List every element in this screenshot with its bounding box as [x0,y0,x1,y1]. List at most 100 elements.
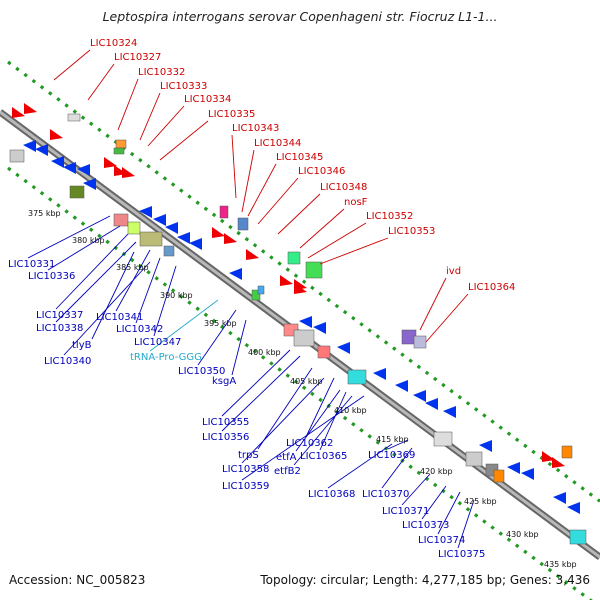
reverse-gene-label: LIC10336 [28,271,75,282]
reverse-leader [381,447,413,489]
reverse-gene-arrow-8 [165,222,178,234]
forward-leader [139,92,161,141]
rna-gene-label: tRNA-Pro-GGG [130,352,202,363]
reverse-gene-arrow-20 [479,440,492,452]
forward-gene-arrow-5 [114,165,127,176]
reverse-gene-arrow-7 [153,214,166,226]
forward-gene-arrow-2 [50,129,63,140]
reverse-gene-label: LIC10356 [202,432,249,443]
forward-gene-label: LIC10346 [298,166,345,177]
reverse-gene-label: LIC10373 [402,520,449,531]
feature-block-8 [163,245,175,257]
forward-gene-label: LIC10348 [320,182,367,193]
reverse-gene-arrow-22 [521,468,534,480]
reverse-gene-arrow-4 [77,164,90,176]
scale-label: 395 kbp [204,319,237,328]
reverse-gene-arrow-1 [35,144,48,156]
reverse-gene-arrow-2 [51,156,64,168]
feature-block-20 [465,451,483,467]
forward-leader [247,163,277,217]
forward-gene-arrow-3 [104,157,117,168]
reverse-leader [401,473,431,506]
reverse-leader [91,251,135,340]
reverse-leader [295,389,341,452]
feature-block-1 [67,113,81,122]
reverse-gene-label: LIC10365 [300,451,347,462]
forward-gene-label: nosF [344,197,368,208]
reverse-gene-label: LIC10358 [222,464,269,475]
scale-label: 385 kbp [116,263,149,272]
forward-gene-label: LIC10364 [468,282,515,293]
reverse-leader [241,377,325,464]
reverse-gene-label: LIC10359 [222,481,269,492]
feature-block-26 [257,285,265,295]
feature-block-5 [113,213,129,227]
reverse-gene-label: etfA [276,452,297,463]
reverse-leader [149,299,219,352]
reverse-gene-label: LIC10340 [44,356,91,367]
forward-gene-arrow-4 [122,167,135,178]
reverse-leader [437,491,461,535]
reverse-dotted-track [7,166,593,600]
genes-layer [9,103,587,545]
scale-label: 410 kbp [334,406,367,415]
reverse-gene-label: LIC10350 [178,366,225,377]
reverse-gene-label: LIC10362 [286,438,333,449]
reverse-gene-label: LIC10337 [36,310,83,321]
reverse-gene-label: LIC10355 [202,417,249,428]
forward-gene-label: LIC10335 [208,109,255,120]
reverse-gene-label: LIC10374 [418,535,465,546]
reverse-gene-label: trpS [238,450,259,461]
reverse-gene-label: LIC10331 [8,259,55,270]
reverse-leader [231,319,247,376]
feature-block-9 [219,205,229,219]
reverse-leader [55,241,137,323]
forward-gene-label: LIC10332 [138,67,185,78]
reverse-gene-arrow-23 [553,492,566,504]
reverse-gene-label: LIC10369 [368,450,415,461]
forward-leader [319,237,389,265]
reverse-gene-arrow-10 [189,238,202,250]
forward-gene-arrow-8 [246,249,259,260]
reverse-gene-label: LIC10341 [96,312,143,323]
scale-label: 415 kbp [376,435,409,444]
feature-block-16 [293,329,315,347]
reverse-leader [47,225,121,271]
reverse-leader [319,391,347,451]
reverse-leader [153,265,177,337]
forward-gene-label: LIC10353 [388,226,435,237]
reverse-gene-arrow-3 [63,162,76,174]
feature-block-18 [347,369,367,385]
reverse-gene-label: etfB2 [274,466,301,477]
forward-gene-label: LIC10345 [276,152,323,163]
reverse-leader [221,349,291,417]
reverse-gene-arrow-13 [313,322,326,334]
feature-block-22 [493,469,505,483]
forward-leader [307,222,367,259]
scale-label: 425 kbp [464,497,497,506]
forward-gene-arrow-12 [542,451,555,462]
forward-gene-arrow-13 [552,457,565,468]
reverse-gene-label: LIC10368 [308,489,355,500]
forward-gene-arrow-7 [212,227,225,238]
feature-block-19 [433,431,453,447]
reverse-leader [327,443,393,489]
feature-block-17 [317,345,331,359]
feature-block-7 [139,231,163,247]
forward-gene-label: LIC10327 [114,52,161,63]
feature-block-3 [115,139,127,149]
reverse-leader [197,309,237,366]
reverse-gene-arrow-14 [337,342,350,354]
feature-block-2 [69,185,85,199]
scale-label: 430 kbp [506,530,539,539]
feature-block-10 [237,217,249,231]
reverse-leader [63,261,151,356]
forward-leader [299,208,345,249]
reverse-gene-label: LIC10370 [362,489,409,500]
reverse-gene-arrow-16 [395,380,408,392]
forward-gene-arrow-6 [224,233,237,244]
reverse-leader [135,257,161,324]
reverse-gene-arrow-17 [413,390,426,402]
reverse-gene-label: ksgA [212,376,236,387]
